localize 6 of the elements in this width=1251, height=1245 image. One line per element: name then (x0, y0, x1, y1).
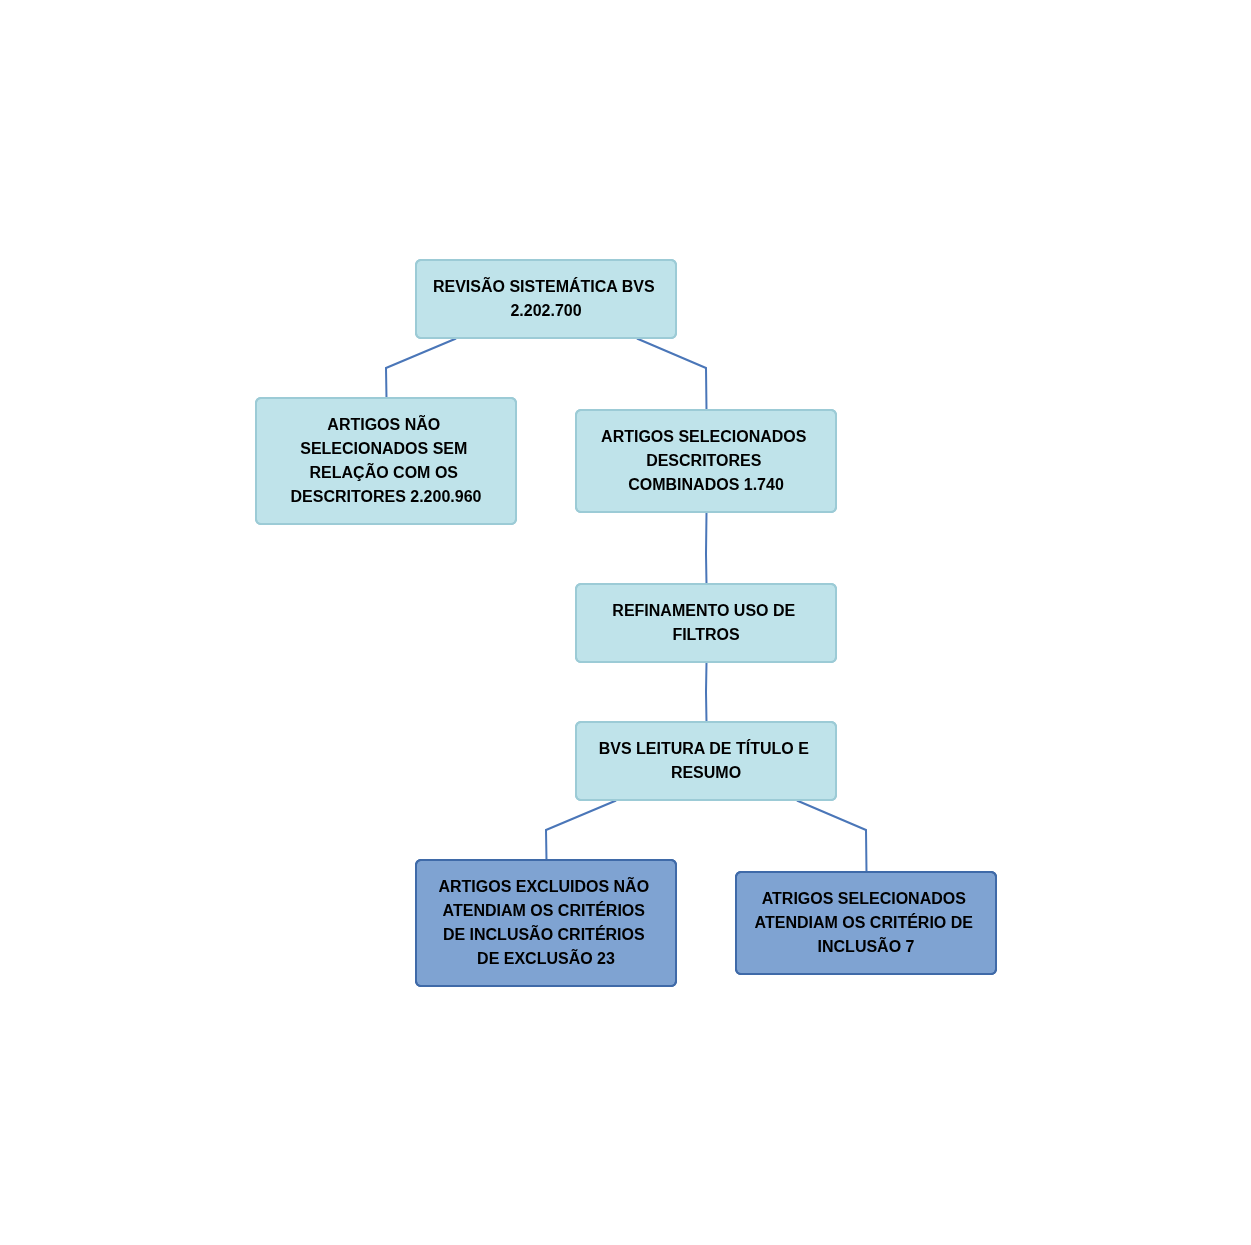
connector (704, 511, 707, 585)
connector (384, 337, 457, 399)
connector (544, 799, 617, 861)
connector (795, 799, 867, 873)
connector (635, 337, 707, 411)
connector (704, 661, 707, 723)
